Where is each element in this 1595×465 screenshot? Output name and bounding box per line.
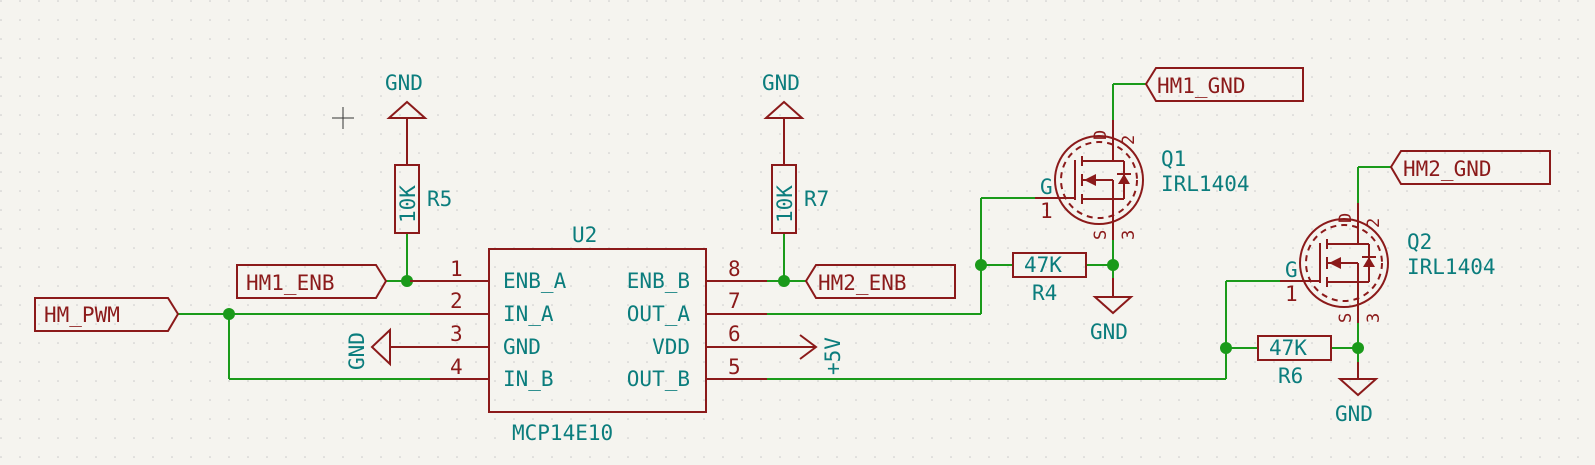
gnd-r5-text: GND bbox=[385, 71, 423, 95]
u2-pin7-num: 7 bbox=[728, 289, 741, 313]
u2-pin8-name: ENB_B bbox=[627, 269, 690, 293]
q2-pin2: 2 bbox=[1364, 218, 1384, 228]
resistor-r4[interactable]: 47K R4 bbox=[1012, 252, 1087, 305]
q2-pin-d: D bbox=[1336, 213, 1356, 223]
r6-value: 47K bbox=[1269, 336, 1307, 360]
u2-pin3-num: 3 bbox=[450, 322, 463, 346]
junctions bbox=[223, 259, 1364, 354]
u2-pin1-name: ENB_A bbox=[503, 269, 567, 293]
u2-pin5-num: 5 bbox=[728, 355, 741, 379]
q1-pin2: 2 bbox=[1119, 135, 1139, 145]
u2-pin8-num: 8 bbox=[728, 257, 741, 281]
u2-pin2-num: 2 bbox=[450, 289, 463, 313]
u2-value: MCP14E10 bbox=[512, 421, 613, 445]
u2-ref: U2 bbox=[572, 223, 597, 247]
gnd-symbol-r5[interactable]: GND bbox=[385, 71, 428, 165]
crosshair-cursor bbox=[332, 107, 354, 129]
label-hm-pwm-text: HM_PWM bbox=[44, 303, 120, 327]
label-hm1-gnd[interactable]: HM1_GND bbox=[1144, 67, 1304, 102]
ic-u2[interactable]: U2 MCP14E10 1 2 3 4 ENB_A IN_A GND IN_B … bbox=[410, 223, 767, 445]
u2-pin6-num: 6 bbox=[728, 322, 741, 346]
label-hm2-enb-text: HM2_ENB bbox=[818, 271, 907, 295]
u2-pin1-num: 1 bbox=[450, 257, 463, 281]
gnd-u2-text: GND bbox=[345, 332, 369, 370]
r7-ref: R7 bbox=[804, 187, 829, 211]
q1-pin1: 1 bbox=[1040, 199, 1053, 223]
q2-pin1: 1 bbox=[1285, 282, 1298, 306]
gnd-symbol-q1[interactable]: GND bbox=[1090, 278, 1134, 344]
u2-pin7-name: OUT_A bbox=[627, 302, 691, 326]
label-hm2-enb[interactable]: HM2_ENB bbox=[804, 264, 956, 299]
resistor-r7[interactable]: 10K R7 bbox=[771, 164, 829, 234]
resistor-r6[interactable]: 47K R6 bbox=[1257, 335, 1332, 388]
label-hm2-gnd-text: HM2_GND bbox=[1403, 157, 1492, 181]
q1-pin-d: D bbox=[1091, 130, 1111, 140]
label-hm-pwm[interactable]: HM_PWM bbox=[34, 297, 180, 332]
mosfet-q1[interactable]: D S 2 3 G 1 Q1 IRL1404 bbox=[1035, 120, 1250, 240]
r5-value: 10K bbox=[396, 185, 420, 223]
q2-pin3: 3 bbox=[1364, 313, 1384, 323]
gnd-r7-text: GND bbox=[762, 71, 800, 95]
label-hm2-gnd[interactable]: HM2_GND bbox=[1389, 150, 1551, 185]
gnd-symbol-u2[interactable]: GND bbox=[345, 327, 430, 370]
q1-pin-g: G bbox=[1040, 175, 1053, 199]
label-hm1-gnd-text: HM1_GND bbox=[1157, 74, 1246, 98]
r4-ref: R4 bbox=[1032, 281, 1057, 305]
gnd-q1-text: GND bbox=[1090, 320, 1128, 344]
u2-pin5-name: OUT_B bbox=[627, 367, 690, 391]
u2-pin2-name: IN_A bbox=[503, 302, 554, 326]
r6-ref: R6 bbox=[1278, 364, 1303, 388]
gnd-q2-text: GND bbox=[1335, 402, 1373, 426]
q2-pin-s: S bbox=[1336, 313, 1356, 323]
resistor-r5[interactable]: 10K R5 bbox=[394, 164, 452, 234]
label-hm1-enb[interactable]: HM1_ENB bbox=[236, 264, 388, 299]
q2-value: IRL1404 bbox=[1407, 255, 1496, 279]
label-hm1-enb-text: HM1_ENB bbox=[246, 271, 335, 295]
q1-pin-s: S bbox=[1091, 230, 1111, 240]
r5-ref: R5 bbox=[427, 187, 452, 211]
r4-value: 47K bbox=[1024, 253, 1062, 277]
u2-pin6-name: VDD bbox=[652, 335, 690, 359]
q1-ref: Q1 bbox=[1161, 147, 1186, 171]
r7-value: 10K bbox=[773, 185, 797, 223]
u2-pin3-name: GND bbox=[503, 335, 541, 359]
q2-pin-g: G bbox=[1285, 258, 1298, 282]
gnd-symbol-r7[interactable]: GND bbox=[762, 71, 805, 165]
mosfet-q2[interactable]: D S 2 3 G 1 Q2 IRL1404 bbox=[1280, 203, 1496, 323]
u2-pin4-num: 4 bbox=[450, 355, 463, 379]
u2-pin4-name: IN_B bbox=[503, 367, 554, 391]
power-5v-text: +5V bbox=[821, 337, 845, 375]
gnd-symbol-q2[interactable]: GND bbox=[1335, 362, 1379, 426]
q2-ref: Q2 bbox=[1407, 230, 1432, 254]
q1-pin3: 3 bbox=[1119, 230, 1139, 240]
power-5v[interactable]: +5V bbox=[767, 334, 845, 375]
q1-value: IRL1404 bbox=[1161, 172, 1250, 196]
